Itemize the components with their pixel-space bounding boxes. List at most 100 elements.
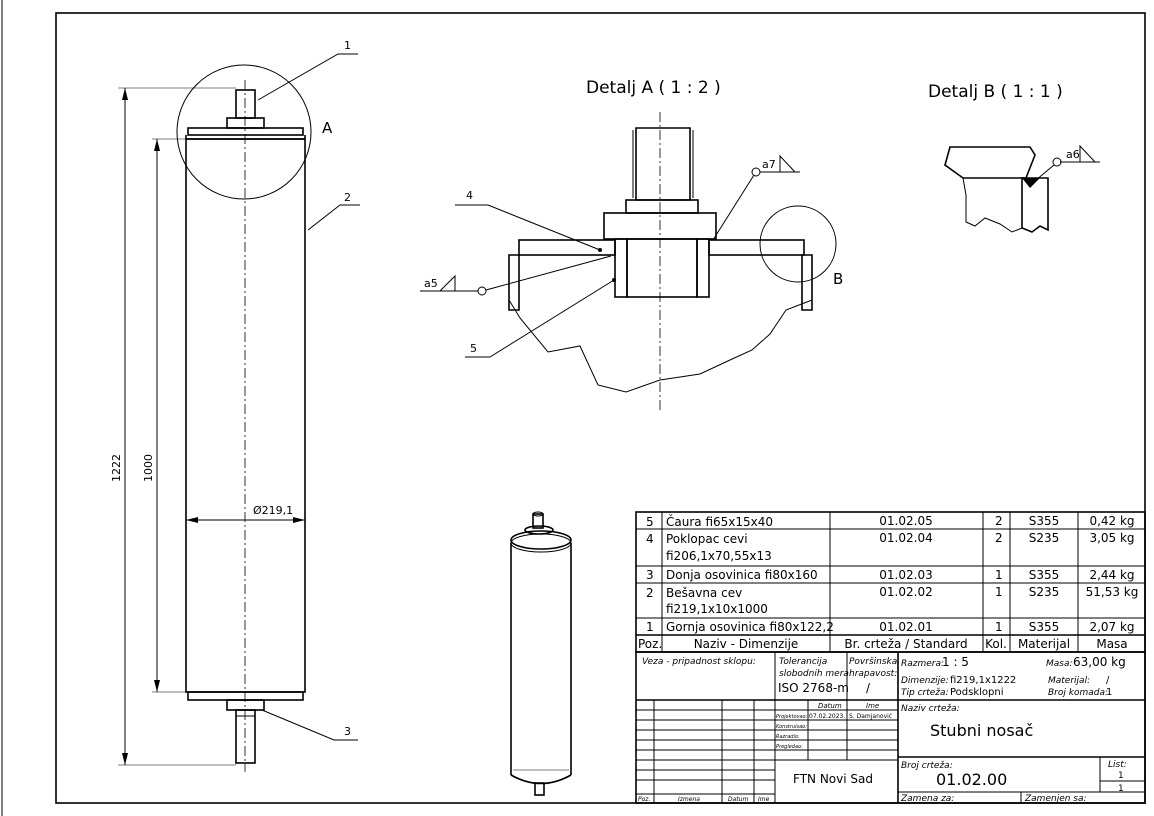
title-block: Veza - pripadnost sklopu: Tolerancija sl…: [635, 651, 1146, 804]
tol-label-2: slobodnih mera:: [779, 669, 852, 679]
rev-poz: Poz.: [638, 796, 650, 803]
bom-row-3-qty: 1: [995, 568, 1003, 582]
rev-ime: Ime: [758, 796, 770, 803]
bom-row-3-drawing: 01.02.03: [879, 568, 932, 582]
upper-shaft: [235, 89, 256, 119]
broj-label: Broj crteža:: [901, 761, 953, 771]
bom-row-2-material: S235: [1029, 585, 1060, 599]
lower-cap: [187, 691, 304, 701]
isometric-view: [510, 511, 572, 796]
tol-value: ISO 2768-m: [778, 681, 849, 695]
detail-a-shaft: [635, 127, 691, 201]
dim-diameter-text: Ø219,1: [253, 504, 293, 517]
datum-header: Datum: [818, 702, 842, 710]
detail-a-tube-right: [801, 254, 813, 311]
detail-a-letter: A: [322, 119, 333, 137]
bom-header-qty: Kol.: [985, 637, 1007, 651]
list-value: 1: [1118, 771, 1124, 781]
detail-b-letter: B: [833, 270, 843, 288]
dim-1222-text: 1222: [110, 454, 123, 482]
bom-row-2-drawing: 01.02.02: [879, 585, 932, 599]
detail-a-title: Detalj A ( 1 : 2 ): [586, 78, 721, 98]
list-total: 1: [1118, 784, 1124, 794]
bom-header-drawing: Br. crteža / Standard: [844, 637, 967, 651]
detail-a-tube-left: [508, 254, 520, 311]
detail-b-title: Detalj B ( 1 : 1 ): [928, 82, 1063, 102]
detail-b-tube: [1021, 177, 1049, 233]
konstruisao-label: Konstruisao:: [776, 724, 807, 730]
balloon-5: 5: [470, 342, 477, 355]
bom-row-1-poz: 1: [646, 620, 654, 634]
bom-row-4-material: S235: [1029, 531, 1060, 545]
bom-row-2-mass: 51,53 kg: [1086, 585, 1139, 599]
count-value: 1: [1106, 687, 1112, 698]
bom-header-material: Materijal: [1018, 637, 1070, 651]
bom-row-1-drawing: 01.02.01: [879, 620, 932, 634]
pregledao-label: Pregledao:: [776, 744, 803, 750]
razradio-label: Razradio:: [776, 734, 800, 740]
bom-row-5-qty: 2: [995, 514, 1003, 528]
list-label: List:: [1108, 760, 1127, 770]
projektovao-label: Projektovao:: [776, 714, 808, 720]
bom-row-5-poz: 5: [646, 515, 654, 529]
detail-b-view: Detalj B ( 1 : 1 ) a6: [928, 82, 1100, 233]
balloon-3: 3: [344, 725, 351, 738]
weld-a5: a5: [424, 277, 438, 290]
bom-row-4-name2: fi206,1x70,55x13: [666, 549, 772, 563]
bom-row-4-name: Poklopac cevi: [666, 532, 748, 546]
upper-bushing: [226, 117, 265, 129]
veza-label: Veza - pripadnost sklopu:: [642, 657, 756, 667]
dim-label: Dimenzije:: [901, 676, 949, 686]
bom-row-3-mass: 2,44 kg: [1089, 568, 1134, 582]
bom-row-3-material: S355: [1029, 568, 1060, 582]
bom-row-5-name: Čaura fi65x15x40: [666, 514, 773, 529]
mass-value: 63,00 kg: [1073, 655, 1126, 669]
scale-label: Razmera:: [901, 659, 944, 669]
surf-label-1: Površinska: [849, 656, 897, 667]
bom-header-poz: Poz.: [638, 637, 662, 651]
bom-table: 5 Čaura fi65x15x40 01.02.05 2 S355 0,42 …: [635, 511, 1146, 653]
rev-datum: Datum: [728, 796, 748, 803]
bom-row-1-mass: 2,07 kg: [1089, 620, 1134, 634]
detail-a-cover-left: [518, 239, 616, 256]
tube-body: [185, 138, 306, 693]
weld-a7: a7: [762, 158, 776, 171]
dim-1000-text: 1000: [142, 454, 155, 482]
bom-row-1-material: S355: [1029, 620, 1060, 634]
bom-row-2-name: Bešavna cev: [666, 586, 742, 600]
surf-label-2: hrapavost:: [849, 669, 897, 679]
bom-row-3-name: Donja osovinica fi80x160: [666, 568, 818, 582]
zamenjen-label: Zamenjen sa:: [1024, 794, 1087, 804]
scale-value: 1 : 5: [942, 655, 969, 669]
surf-value: /: [866, 681, 871, 695]
bom-row-5-material: S355: [1029, 514, 1060, 528]
count-label: Broj komada:: [1048, 688, 1108, 698]
detail-a-bushing-right: [696, 238, 710, 298]
projektovao-date: 07.02.2023.: [809, 713, 845, 720]
balloon-2: 2: [344, 191, 351, 204]
type-label: Tip crteža:: [901, 688, 949, 698]
bom-row-1-qty: 1: [995, 620, 1003, 634]
detail-a-circle: [176, 64, 312, 200]
detail-a-cover-right: [708, 239, 805, 256]
detail-a-break-line: [508, 299, 813, 393]
lower-bushing: [226, 699, 265, 711]
bom-row-4-qty: 2: [995, 531, 1003, 545]
bom-row-4-mass: 3,05 kg: [1089, 531, 1134, 545]
bom-row-1-name: Gornja osovinica fi80x122,2: [666, 620, 834, 634]
type-value: Podsklopni: [950, 687, 1004, 698]
weld-a6: a6: [1066, 148, 1080, 161]
mat-value: /: [1106, 675, 1110, 686]
dim-value: fi219,1x1222: [950, 675, 1016, 686]
main-view: A 1222 1000 Ø219,1 1 2 3: [110, 39, 360, 772]
detail-b-cover: [944, 146, 1036, 179]
naziv-label: Naziv crteža:: [901, 704, 960, 714]
tol-label-1: Tolerancija: [779, 657, 827, 667]
org-name: FTN Novi Sad: [793, 772, 873, 786]
detail-a-bushing-left: [614, 238, 628, 298]
upper-cap: [187, 127, 304, 136]
bom-row-2-name2: fi219,1x10x1000: [666, 602, 768, 616]
bom-row-2-qty: 1: [995, 585, 1003, 599]
naziv-value: Stubni nosač: [930, 721, 1033, 740]
